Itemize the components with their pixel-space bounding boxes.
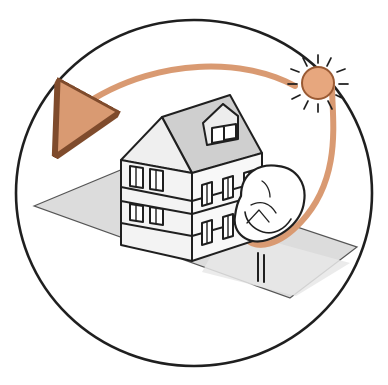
sun-icon (288, 55, 348, 112)
